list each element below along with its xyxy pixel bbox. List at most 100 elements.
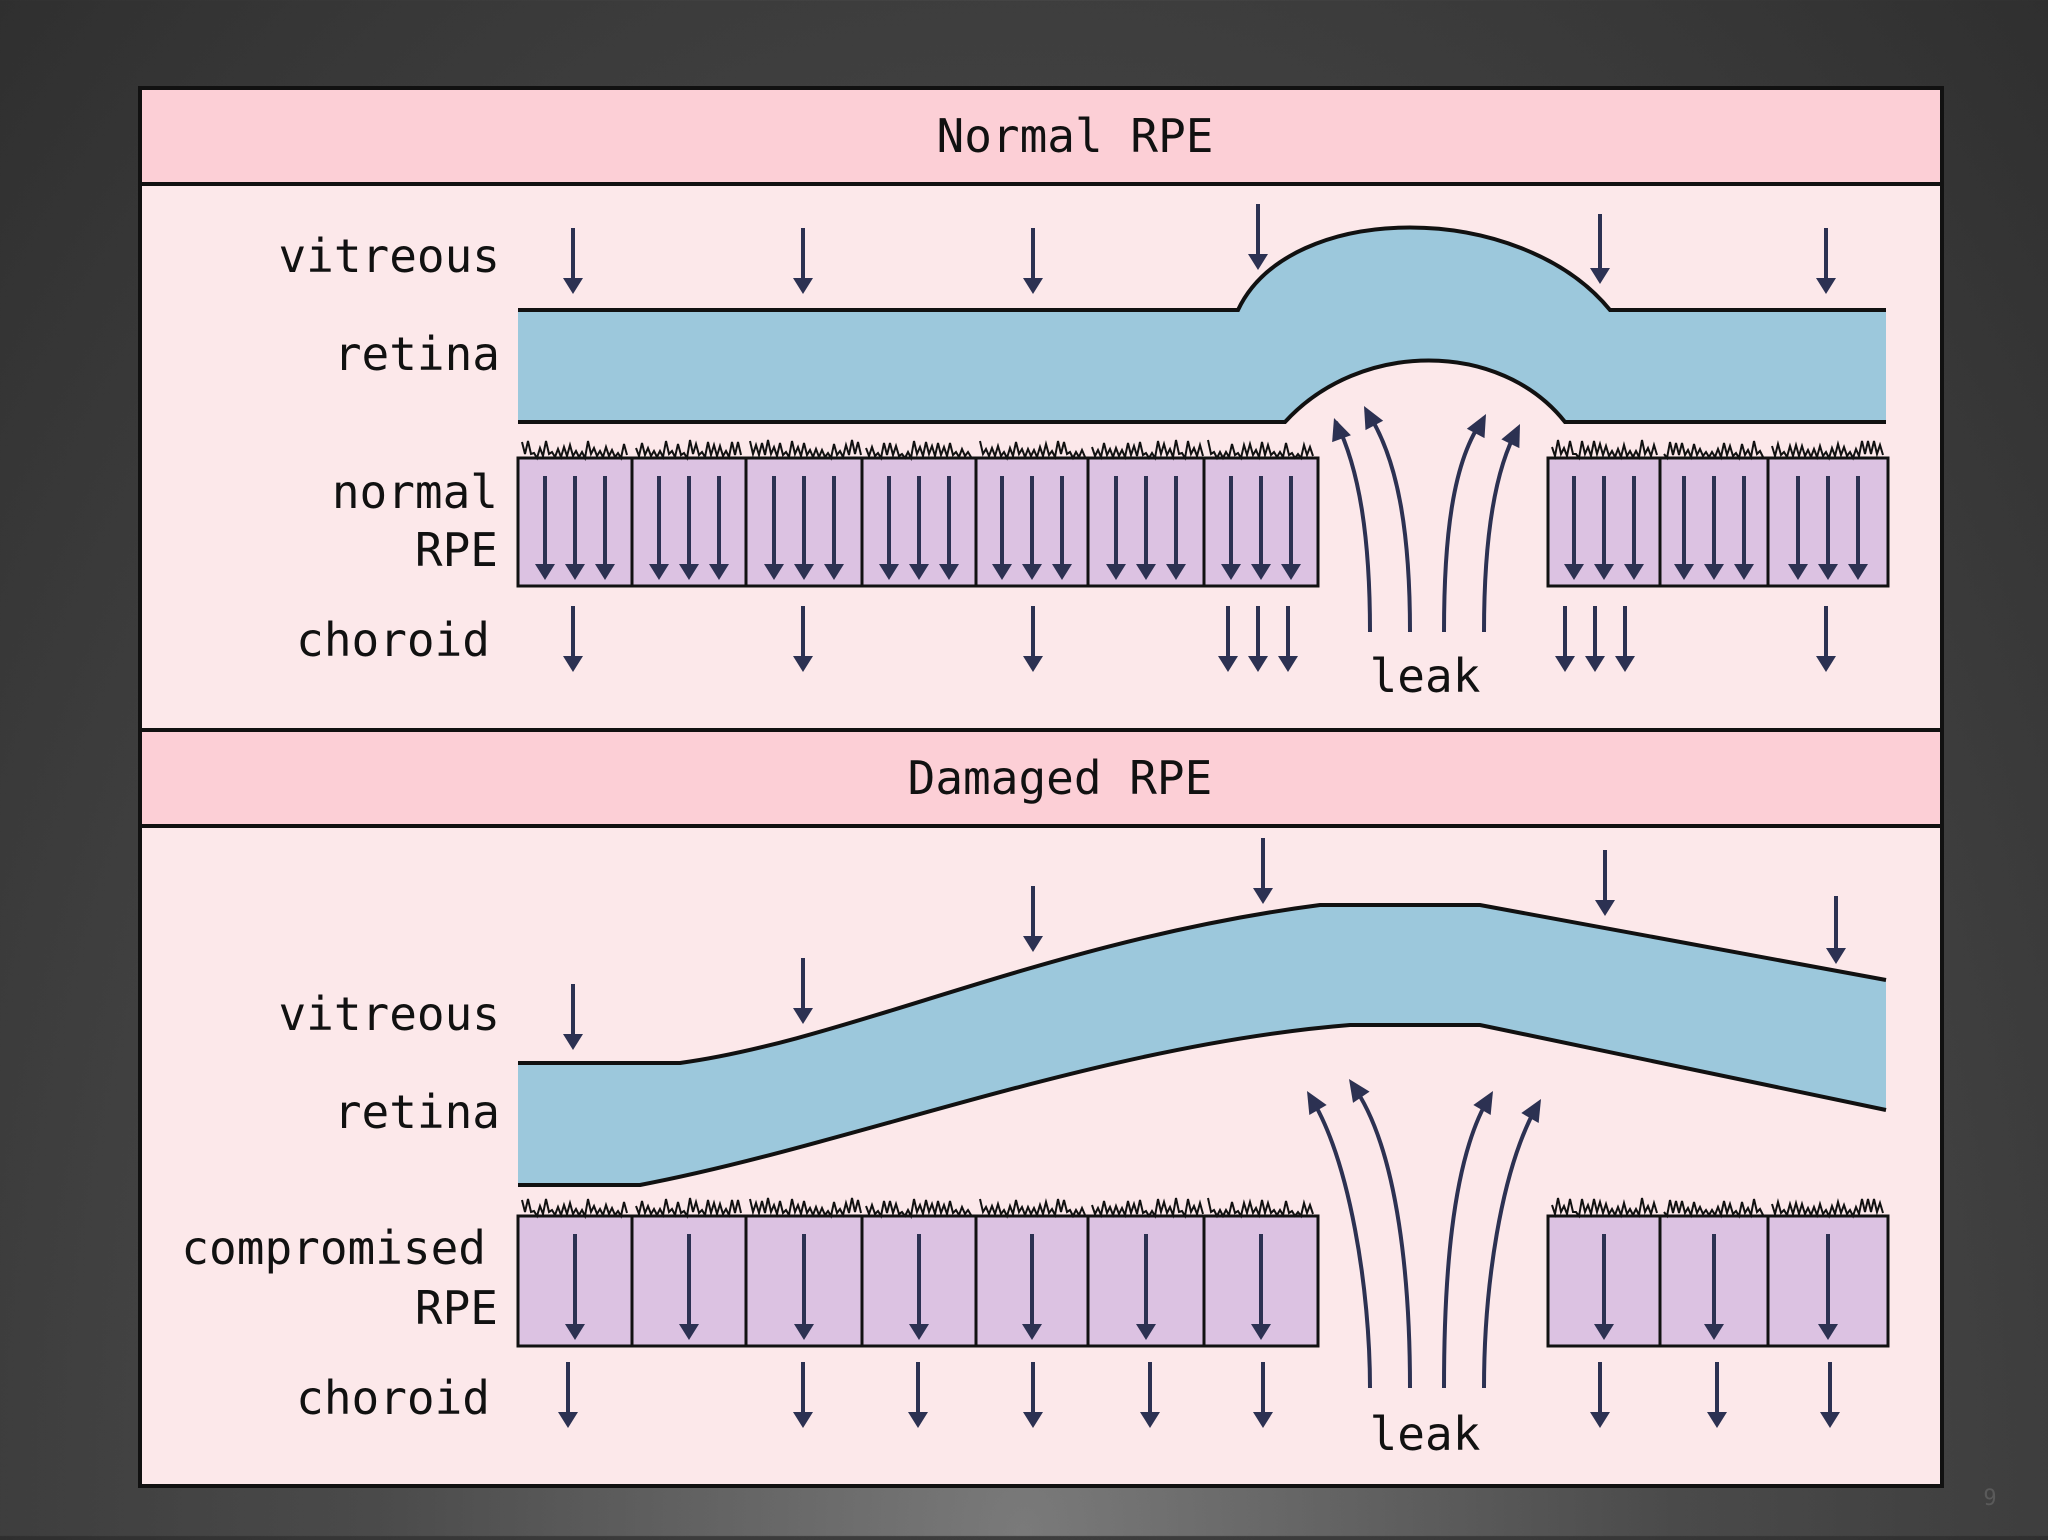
rpe-cell: [1086, 439, 1206, 588]
choroid-arrow: [558, 1362, 578, 1428]
microvilli: [979, 440, 1086, 461]
choroid-arrow: [1615, 606, 1635, 672]
arrow-head: [563, 278, 583, 294]
arrow-head: [595, 564, 615, 580]
arrow-head: [1251, 1324, 1271, 1340]
microvilli: [1771, 440, 1884, 461]
rpe-cell: [744, 439, 864, 588]
arrow-head: [1140, 1412, 1160, 1428]
down-arrow: [1818, 476, 1838, 580]
choroid-arrow: [1248, 606, 1268, 672]
down-arrow: [824, 476, 844, 580]
rpe-cell: [516, 440, 634, 588]
down-arrow: [1624, 476, 1644, 580]
arrow-head: [1364, 406, 1384, 431]
leak-arrow: [1349, 1079, 1412, 1389]
arrow-head: [1022, 564, 1042, 580]
vitreous-arrow: [1590, 214, 1610, 284]
rpe-cell: [630, 1197, 748, 1348]
arrow-head: [1473, 1091, 1493, 1116]
microvilli: [979, 1198, 1086, 1219]
arrow-head: [1106, 564, 1126, 580]
down-arrow: [1136, 476, 1156, 580]
down-arrow: [1221, 476, 1241, 580]
arrow-head: [1521, 1099, 1541, 1124]
arrow-head: [909, 1324, 929, 1340]
arrow-head: [1594, 564, 1614, 580]
microvilli: [635, 439, 742, 461]
microvilli: [521, 1198, 628, 1220]
choroid-arrow: [1253, 1362, 1273, 1428]
arrow-head: [1136, 1324, 1156, 1340]
arrow-head: [1166, 564, 1186, 580]
rpe-cell: [744, 1197, 864, 1348]
arrow-shaft: [1364, 408, 1412, 633]
arrow-head: [1251, 564, 1271, 580]
leak-arrow: [1482, 1099, 1541, 1389]
down-arrow: [1136, 1234, 1156, 1340]
down-arrow: [1704, 476, 1724, 580]
arrow-head: [563, 1034, 583, 1050]
panel-title: Damaged RPE: [908, 751, 1213, 805]
arrow-head: [679, 564, 699, 580]
arrow-shaft: [1442, 416, 1486, 633]
microvilli: [1207, 1197, 1314, 1219]
arrow-head: [1820, 1412, 1840, 1428]
microvilli: [1091, 439, 1204, 461]
choroid-arrow: [793, 1362, 813, 1428]
arrow-head: [1594, 1324, 1614, 1340]
arrow-head: [1248, 254, 1268, 270]
arrow-head: [1818, 1324, 1838, 1340]
down-arrow: [1052, 476, 1072, 580]
arrow-head: [1221, 564, 1241, 580]
microvilli: [865, 440, 972, 462]
down-arrow: [794, 476, 814, 580]
arrow-head: [1023, 1412, 1043, 1428]
label-rpe-line1: compromised: [181, 1221, 486, 1275]
arrow-head: [1818, 564, 1838, 580]
microvilli: [749, 439, 862, 461]
microvilli: [1663, 440, 1764, 461]
arrow-head: [709, 564, 729, 580]
arrow-head: [565, 564, 585, 580]
arrow-head: [1848, 564, 1868, 580]
down-arrow: [1788, 476, 1808, 580]
rpe-cell: [516, 1198, 634, 1348]
microvilli: [1091, 1197, 1204, 1219]
rpe-cell: [630, 439, 748, 588]
down-arrow: [1594, 476, 1614, 580]
vitreous-arrow: [563, 984, 583, 1050]
down-arrow: [909, 1234, 929, 1340]
down-arrow: [1251, 1234, 1271, 1340]
choroid-arrow: [793, 606, 813, 672]
arrow-head: [1281, 564, 1301, 580]
microvilli: [749, 1197, 862, 1219]
down-arrow: [879, 476, 899, 580]
down-arrow: [565, 1234, 585, 1340]
rpe-cell: [1546, 439, 1662, 588]
down-arrow: [679, 1234, 699, 1340]
arrow-shaft: [1482, 1103, 1540, 1389]
down-arrow: [939, 476, 959, 580]
arrow-head: [939, 564, 959, 580]
label-rpe-line2: RPE: [415, 523, 498, 577]
arrow-shaft: [1442, 1094, 1492, 1389]
arrow-head: [1023, 278, 1043, 294]
arrow-head: [1022, 1324, 1042, 1340]
rpe-cell: [860, 440, 978, 588]
down-arrow: [1848, 476, 1868, 580]
arrow-head: [1136, 564, 1156, 580]
retina-top-edge: [518, 903, 1887, 1065]
arrow-head: [909, 564, 929, 580]
arrow-head: [1052, 564, 1072, 580]
arrow-head: [535, 564, 555, 580]
vitreous-arrow: [1248, 204, 1268, 270]
arrow-head: [793, 656, 813, 672]
arrow-head: [1466, 414, 1486, 439]
arrow-head: [679, 1324, 699, 1340]
arrow-head: [1816, 278, 1836, 294]
down-arrow: [649, 476, 669, 580]
vitreous-arrow: [1023, 886, 1043, 952]
